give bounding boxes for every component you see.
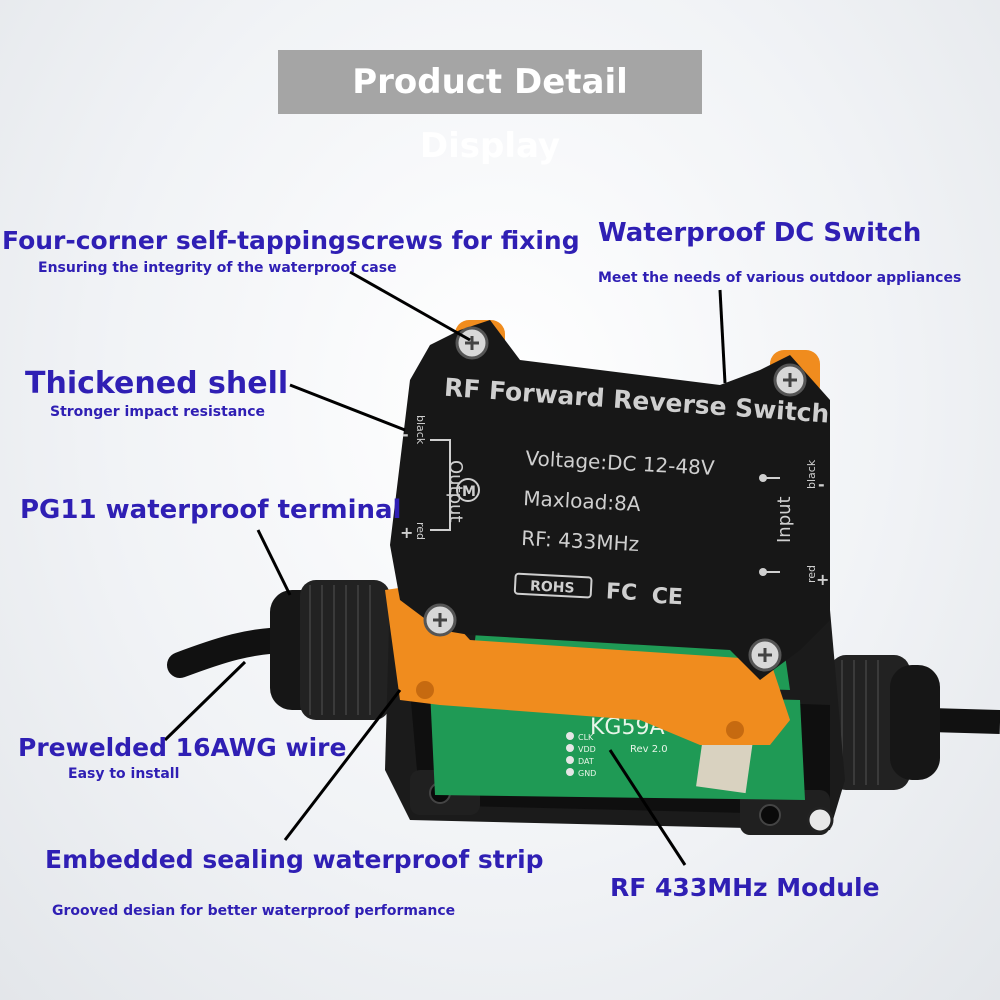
ce-mark: CE	[651, 584, 683, 611]
leader-terminal	[256, 529, 292, 596]
motor-symbol: M	[462, 484, 476, 500]
pin-label-dat: DAT	[578, 757, 594, 766]
callout-wire-subtitle: Easy to install	[68, 766, 180, 782]
input-red-label: red	[805, 565, 818, 583]
callout-shell-subtitle: Stronger impact resistance	[50, 404, 266, 420]
callout-shell-title: Thickened shell	[25, 366, 289, 401]
board-rev-label: Rev 2.0	[630, 744, 668, 755]
callout-strip-title: Embedded sealing waterproof strip	[45, 845, 544, 874]
right-cable-gland	[830, 655, 940, 790]
callout-strip-subtitle: Grooved desian for better waterproof per…	[52, 903, 456, 919]
rohs-mark: ROHS	[530, 578, 575, 596]
output-plus-sign: +	[400, 523, 413, 542]
fc-mark: FC	[605, 579, 637, 606]
lid-screws	[423, 326, 807, 672]
leader-screws	[349, 270, 471, 342]
callout-leader-lines	[163, 270, 727, 866]
callout-switch-subtitle: Meet the needs of various outdoor applia…	[598, 270, 962, 286]
output-minus-sign: -	[402, 425, 409, 444]
lid-input-label-group: Input	[774, 496, 795, 543]
pin-label-gnd: GND	[578, 769, 596, 778]
leader-module	[608, 749, 687, 866]
certification-marks: ROHS FC CE	[513, 572, 684, 611]
callout-module-title: RF 433MHz Module	[610, 873, 880, 902]
right-cable	[929, 708, 1000, 734]
lid-input-text: Input	[774, 496, 795, 543]
callout-screws-subtitle: Ensuring the integrity of the waterproof…	[38, 260, 397, 276]
input-plus-sign: +	[816, 570, 829, 589]
pin-label-vdd: VDD	[578, 745, 596, 754]
input-minus-sign: -	[818, 475, 825, 494]
pin-label-clk: CLK	[578, 733, 594, 742]
page-title-banner: Product Detail Display	[278, 50, 702, 166]
leader-shell	[289, 383, 406, 432]
switch-lid: RF Forward Reverse Switch Voltage:DC 12-…	[390, 320, 830, 680]
input-black-label: black	[805, 459, 818, 489]
output-black-label: black	[414, 415, 427, 445]
leader-strip	[283, 689, 402, 841]
leader-wire	[163, 660, 247, 742]
callout-screws-title: Four-corner self-tappingscrews for fixin…	[2, 226, 580, 255]
callout-switch-title: Waterproof DC Switch	[598, 218, 922, 248]
leader-switch	[718, 289, 727, 384]
callout-terminal-title: PG11 waterproof terminal	[20, 495, 402, 525]
left-cable-gland	[270, 580, 390, 720]
output-red-label: red	[414, 522, 427, 540]
callout-wire-title: Prewelded 16AWG wire	[18, 733, 347, 762]
